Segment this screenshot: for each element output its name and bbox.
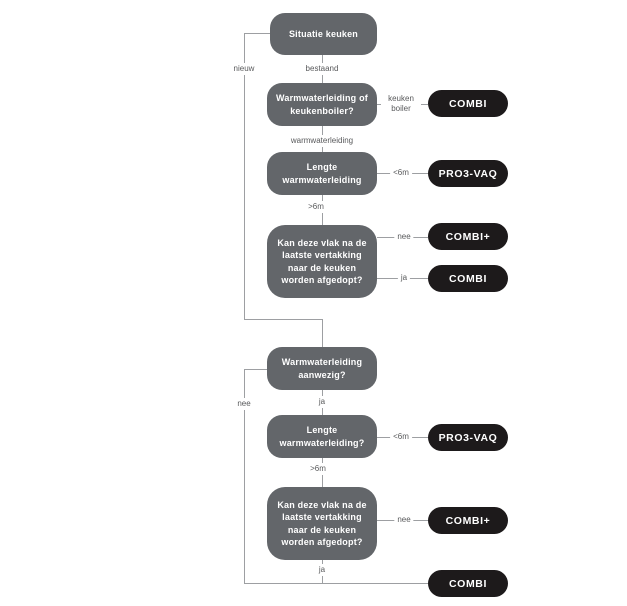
- connector-nieuw-vertical: [244, 33, 245, 319]
- node-warmwaterleiding-of-keukenboiler: Warmwaterleiding of keukenboiler?: [267, 83, 377, 126]
- connector-nee-2-vertical: [244, 369, 245, 583]
- outcome-pro3vaq-1: PRO3-VAQ: [428, 160, 508, 187]
- node-lengte-warmwaterleiding-2: Lengte warmwaterleiding?: [267, 415, 377, 458]
- edge-label-nee-2: nee: [234, 398, 254, 410]
- connector-bottom-to-combi: [244, 583, 428, 584]
- node-afdoppen-1: Kan deze vlak na de laatste vertakking n…: [267, 225, 377, 298]
- edge-label-gt6m-2: >6m: [307, 463, 329, 475]
- edge-label-nee-3: nee: [394, 514, 414, 526]
- edge-label-ja-1: ja: [397, 272, 411, 284]
- edge-label-ja-2: ja: [315, 396, 329, 408]
- edge-label-nieuw: nieuw: [230, 63, 258, 75]
- node-afdoppen-2: Kan deze vlak na de laatste vertakking n…: [267, 487, 377, 560]
- connector-nieuw-horizontal: [244, 33, 271, 34]
- outcome-combi-plus-1: COMBI+: [428, 223, 508, 250]
- node-warmwaterleiding-aanwezig: Warmwaterleiding aanwezig?: [267, 347, 377, 390]
- connector-nee-2-horizontal: [244, 369, 268, 370]
- outcome-combi-1: COMBI: [428, 90, 508, 117]
- edge-label-bestaand: bestaand: [302, 63, 342, 75]
- edge-label-lt6m-2: <6m: [390, 431, 412, 443]
- connector-nieuw-join-horizontal: [244, 319, 323, 320]
- node-lengte-warmwaterleiding-1: Lengte warmwaterleiding: [267, 152, 377, 195]
- connector-nieuw-into-aanwezig: [322, 319, 323, 348]
- outcome-combi-2: COMBI: [428, 265, 508, 292]
- outcome-combi-3: COMBI: [428, 570, 508, 597]
- edge-label-keuken-boiler: keuken boiler: [381, 93, 421, 115]
- edge-label-nee-1: nee: [394, 231, 414, 243]
- edge-label-warmwaterleiding: warmwaterleiding: [287, 135, 357, 147]
- edge-label-lt6m-1: <6m: [390, 167, 412, 179]
- edge-label-gt6m-1: >6m: [305, 201, 327, 213]
- edge-label-ja-3: ja: [315, 564, 329, 576]
- node-situatie-keuken: Situatie keuken: [270, 13, 377, 55]
- outcome-combi-plus-2: COMBI+: [428, 507, 508, 534]
- outcome-pro3vaq-2: PRO3-VAQ: [428, 424, 508, 451]
